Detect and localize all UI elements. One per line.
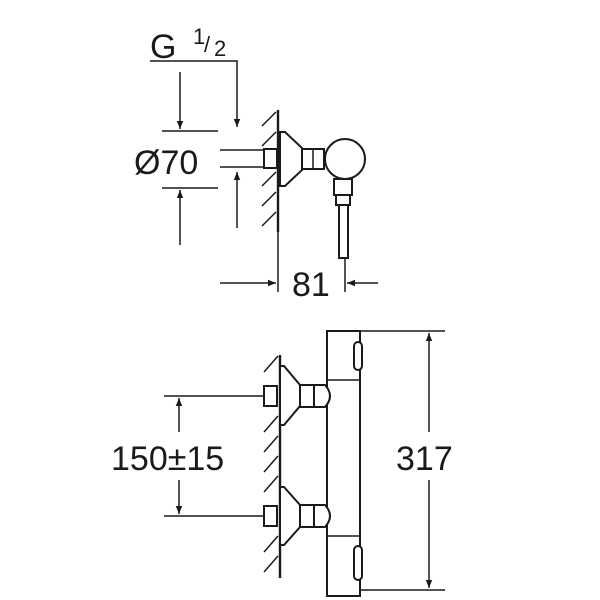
nut-lower <box>299 504 315 528</box>
thread-fraction-den: 2 <box>214 36 226 61</box>
diameter-label: Ø70 <box>134 144 198 182</box>
hose-nut <box>335 194 351 206</box>
nut-upper <box>299 384 315 408</box>
nipple-upper <box>263 385 278 407</box>
mixer-body <box>324 138 366 180</box>
thread-fraction-slash: / <box>204 32 211 57</box>
outlet <box>333 178 353 196</box>
handle-bottom <box>353 545 363 581</box>
spacing-label: 150±15 <box>111 440 224 478</box>
top-view: G 1 / 2 Ø70 81 <box>134 24 378 304</box>
nipple-lower <box>263 505 278 527</box>
front-view: 150±15 317 <box>111 330 453 597</box>
height-label: 317 <box>396 440 453 478</box>
thread-fraction-num: 1 <box>193 24 205 49</box>
wall-hatching-front <box>263 355 279 573</box>
thread-leader-line <box>150 60 241 127</box>
nipple <box>263 148 278 169</box>
depth-label: 81 <box>292 266 330 304</box>
handle-top <box>353 341 363 371</box>
hose <box>338 204 349 259</box>
connector-upper <box>313 384 331 408</box>
escutcheon-upper <box>279 365 301 426</box>
escutcheon-lower <box>279 486 301 546</box>
wall-hatching <box>261 111 277 227</box>
escutcheon <box>279 131 303 187</box>
thread-label: G <box>150 28 176 66</box>
connector-lower <box>313 504 331 528</box>
